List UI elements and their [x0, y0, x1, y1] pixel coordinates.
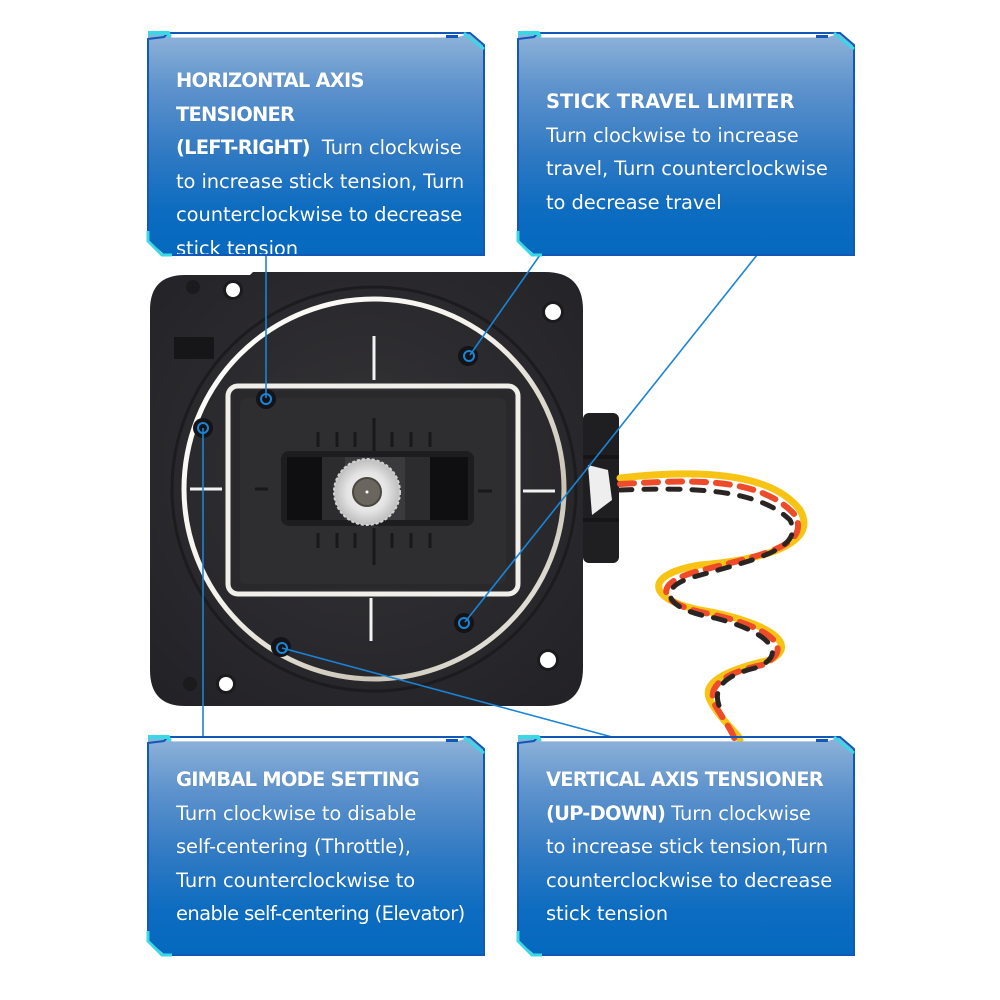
leader-vertical-tensioner: [281, 647, 613, 738]
callout-line: counterclockwise to decrease: [546, 868, 833, 892]
crosshair-marks: [190, 336, 555, 641]
callout-vertical-axis-tensioner: VERTICAL AXIS TENSIONER (UP-DOWN) Turn c…: [518, 737, 854, 955]
callout-subtitle: (LEFT-RIGHT): [176, 136, 311, 159]
stick-knob: [333, 458, 401, 526]
grille-ticks: [255, 418, 492, 565]
callout-title: HORIZONTAL AXIS TENSIONER: [176, 69, 365, 126]
callout-line: to increase stick tension,Turn: [546, 835, 829, 858]
inner-frame: [225, 383, 521, 597]
connector-housing: [583, 413, 619, 563]
callout-line: to increase stick tension, Turn: [176, 169, 465, 193]
mounting-holes: [183, 280, 564, 694]
callout-line: Turn counterclockwise to: [176, 868, 416, 892]
callout-title: GIMBAL MODE SETTING: [176, 768, 420, 791]
callout-line: enable self-centering (Elevator): [176, 902, 465, 925]
callout-line: Turn clockwise: [671, 801, 811, 825]
leader-travel-limiter-1: [469, 254, 541, 356]
callout-line: travel, Turn counterclockwise: [546, 157, 828, 180]
callout-line: stick tension: [546, 902, 669, 925]
callout-title: STICK TRAVEL LIMITER: [546, 90, 795, 113]
callout-title: VERTICAL AXIS TENSIONER: [546, 768, 824, 791]
callout-gimbal-mode-setting: GIMBAL MODE SETTING Turn clockwise to di…: [148, 737, 484, 955]
callout-line: to decrease travel: [546, 190, 722, 214]
callout-line: Turn clockwise to disable: [176, 801, 417, 825]
leader-travel-limiter-2: [464, 254, 758, 623]
callout-subtitle: (UP-DOWN): [546, 801, 666, 825]
callout-line: counterclockwise to decrease: [176, 203, 463, 226]
callout-line: self-centering (Throttle),: [176, 835, 411, 858]
silver-ring: [181, 296, 567, 682]
callout-line: Turn clockwise: [321, 136, 462, 159]
callout-line: Turn clockwise to increase: [546, 123, 799, 147]
slot-cutout: [174, 337, 214, 359]
callout-horizontal-axis-tensioner: HORIZONTAL AXIS TENSIONER (LEFT-RIGHT) T…: [148, 33, 484, 255]
callout-stick-travel-limiter: STICK TRAVEL LIMITER Turn clockwise to i…: [518, 33, 854, 255]
